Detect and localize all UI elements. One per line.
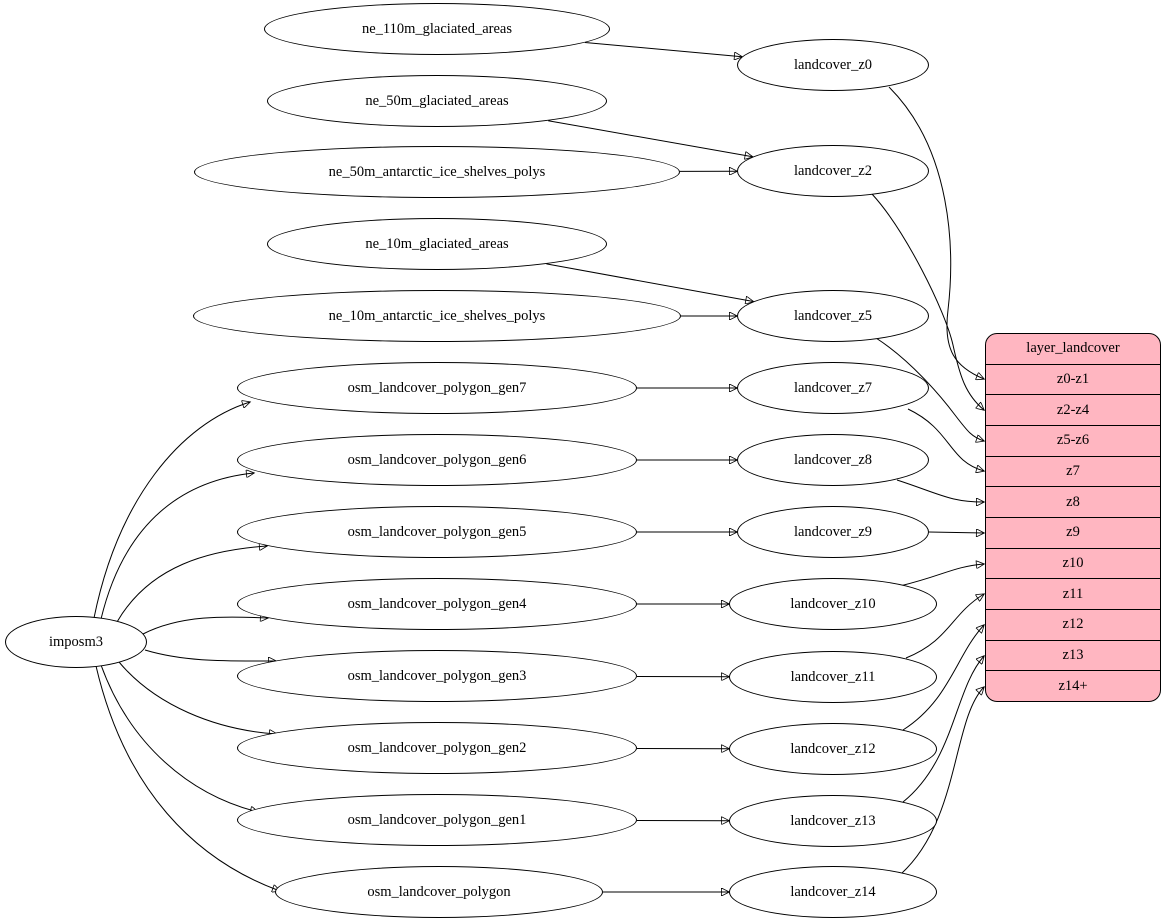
edge-landcover_z0-to-layer_landcover-z0-z1 [888, 86, 984, 379]
record-row-z5-z6: z5-z6 [986, 425, 1160, 456]
edge-landcover_z14-to-layer_landcover-z14+ [900, 687, 984, 875]
node-landcover_z11: landcover_z11 [729, 651, 937, 703]
edge-landcover_z13-to-layer_landcover-z13 [902, 656, 984, 803]
edge-landcover_z9-to-layer_landcover-z9 [928, 532, 984, 533]
node-osm_landcover_polygon_gen2: osm_landcover_polygon_gen2 [237, 722, 637, 774]
node-osm_landcover_polygon_gen5: osm_landcover_polygon_gen5 [237, 506, 637, 558]
record-row-z2-z4: z2-z4 [986, 394, 1160, 425]
edge-landcover_z8-to-layer_landcover-z8 [896, 479, 984, 502]
node-landcover_z7: landcover_z7 [737, 362, 929, 414]
record-row-z8: z8 [986, 486, 1160, 517]
record-row-z11: z11 [986, 578, 1160, 609]
edge-imposm3-to-osm_landcover_polygon_gen3 [144, 649, 276, 661]
node-imposm3: imposm3 [5, 616, 147, 668]
edge-landcover_z10-to-layer_landcover-z10 [899, 564, 984, 587]
node-landcover_z0: landcover_z0 [737, 39, 929, 91]
edge-imposm3-to-osm_landcover_polygon_gen1 [100, 664, 258, 812]
node-osm_landcover_polygon_gen7: osm_landcover_polygon_gen7 [237, 362, 637, 414]
edge-ne_50m_glaciated_areas-to-landcover_z2 [548, 120, 752, 157]
edge-landcover_z2-to-layer_landcover-z2-z4 [871, 193, 984, 410]
node-landcover_z2: landcover_z2 [737, 145, 929, 197]
edge-imposm3-to-osm_landcover_polygon_gen5 [116, 546, 267, 623]
edge-imposm3-to-osm_landcover_polygon_gen6 [100, 473, 254, 620]
node-osm_landcover_polygon_gen3: osm_landcover_polygon_gen3 [237, 650, 637, 702]
edge-ne_10m_glaciated_areas-to-landcover_z5 [546, 263, 753, 302]
edge-imposm3-to-osm_landcover_polygon [95, 665, 280, 891]
edge-ne_110m_glaciated_areas-to-landcover_z0 [584, 42, 742, 57]
record-row-z7: z7 [986, 455, 1160, 487]
edge-imposm3-to-osm_landcover_polygon_gen7 [93, 402, 250, 619]
record-row-z13: z13 [986, 639, 1160, 671]
record-row-z14+: z14+ [986, 670, 1160, 701]
node-landcover_z8: landcover_z8 [737, 434, 929, 486]
node-landcover_z10: landcover_z10 [729, 578, 937, 630]
node-osm_landcover_polygon_gen1: osm_landcover_polygon_gen1 [237, 794, 637, 846]
node-ne_50m_antarctic_ice_shelves_polys: ne_50m_antarctic_ice_shelves_polys [194, 146, 680, 198]
node-ne_10m_antarctic_ice_shelves_polys: ne_10m_antarctic_ice_shelves_polys [193, 290, 681, 342]
edge-landcover_z11-to-layer_landcover-z11 [905, 594, 984, 659]
node-ne_110m_glaciated_areas: ne_110m_glaciated_areas [264, 3, 610, 55]
node-ne_10m_glaciated_areas: ne_10m_glaciated_areas [267, 218, 607, 270]
edge-imposm3-to-osm_landcover_polygon_gen4 [142, 617, 268, 635]
node-landcover_z14: landcover_z14 [729, 866, 937, 918]
record-row-z12: z12 [986, 609, 1160, 640]
node-landcover_z12: landcover_z12 [729, 723, 937, 775]
node-osm_landcover_polygon: osm_landcover_polygon [275, 866, 603, 918]
record-title: layer_landcover [1026, 340, 1120, 357]
edge-landcover_z7-to-layer_landcover-z7 [907, 408, 984, 471]
node-landcover_z9: landcover_z9 [737, 506, 929, 558]
node-landcover_z13: landcover_z13 [729, 795, 937, 847]
record-row-z9: z9 [986, 517, 1160, 548]
record-row-z0-z1: z0-z1 [986, 363, 1160, 395]
node-osm_landcover_polygon_gen4: osm_landcover_polygon_gen4 [237, 578, 637, 630]
record-row-z10: z10 [986, 547, 1160, 579]
edge-imposm3-to-osm_landcover_polygon_gen2 [118, 661, 277, 734]
node-osm_landcover_polygon_gen6: osm_landcover_polygon_gen6 [237, 434, 637, 486]
edge-landcover_z5-to-layer_landcover-z5-z6 [875, 337, 984, 441]
edge-landcover_z12-to-layer_landcover-z12 [902, 625, 984, 731]
node-ne_50m_glaciated_areas: ne_50m_glaciated_areas [267, 75, 607, 127]
node-landcover_z5: landcover_z5 [737, 290, 929, 342]
